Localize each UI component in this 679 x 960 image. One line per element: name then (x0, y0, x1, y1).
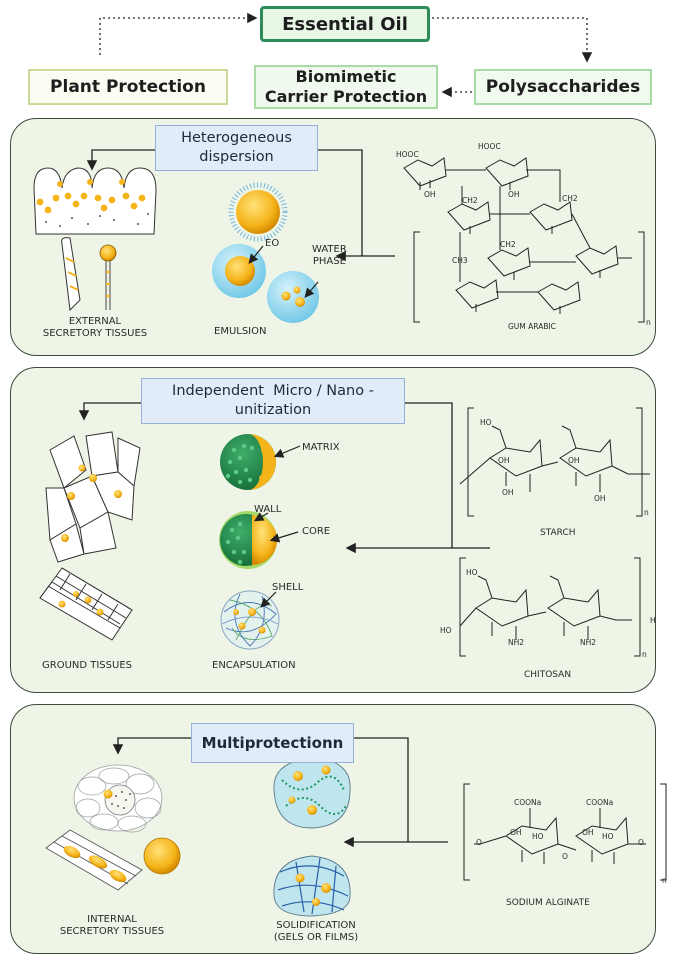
external-secretory-tissues-label: EXTERNAL SECRETORY TISSUES (40, 316, 150, 340)
gum-arabic-structure (403, 157, 645, 323)
alginate-chem-label-9: O (638, 838, 644, 847)
micro-nano-unitization-heading: Independent Micro / Nano - unitization (141, 378, 405, 424)
essential-oil-label: Essential Oil (282, 13, 408, 35)
starch-chem-label-n: n (644, 508, 649, 517)
starch-chem-label-1: HO (480, 418, 492, 427)
essential-oil-box: Essential Oil (260, 6, 430, 42)
water-label-line2: PHASE (312, 256, 346, 267)
external-label-line2: SECRETORY TISSUES (42, 328, 148, 339)
solid-label-line1: SOLIDIFICATION (276, 920, 356, 931)
water-label-line1: WATER (312, 244, 347, 255)
alginate-chem-label-4: HO (532, 832, 544, 841)
ground-tissue-illustration (39, 431, 141, 641)
heading3-text: Multiprotectionn (201, 733, 344, 752)
emulsion-illustration (212, 182, 319, 323)
gum-chem-label-6: CH2 (562, 194, 578, 203)
alginate-chem-label-7: O (476, 838, 482, 847)
polysaccharides-label: Polysaccharides (485, 77, 641, 97)
chitosan-chem-label-3: NH2 (508, 638, 525, 647)
starch-structure (459, 407, 650, 517)
internal-label-line2: SECRETORY TISSUES (59, 926, 165, 937)
solidification-label: SOLIDIFICATION (GELS OR FILMS) (266, 920, 366, 944)
chitosan-chem-label-1: HO (466, 568, 478, 577)
starch-chem-label-3: OH (568, 456, 580, 465)
gel-illustration (273, 757, 351, 917)
chitosan-chem-label-2: HO (440, 626, 452, 635)
alginate-chem-label-n: n (662, 876, 667, 885)
sodium-alginate-structure (463, 783, 667, 881)
external-label-line1: EXTERNAL (68, 316, 122, 327)
emulsion-label: EMULSION (214, 326, 267, 337)
gum-chem-label-2: HOOC (478, 142, 501, 151)
internal-secretory-illustration (45, 764, 181, 891)
wall-label: WALL (254, 504, 282, 515)
heading2-line2: unitization (234, 402, 312, 418)
alginate-chem-label-3: OH (510, 828, 522, 837)
gum-chem-label-7: CH2 (500, 240, 516, 249)
panel3-arrows (112, 737, 448, 848)
gum-chem-label-4: OH (508, 190, 520, 199)
heading1-line2: dispersion (199, 149, 274, 165)
alginate-chem-label-5: OH (582, 828, 594, 837)
core-label: CORE (302, 526, 331, 537)
heterogeneous-dispersion-panel (10, 118, 656, 356)
biomimetic-carrier-box: Biomimetic Carrier Protection (254, 65, 438, 109)
shell-sphere-illustration (220, 590, 280, 650)
alginate-chem-label-2: COONa (586, 798, 614, 807)
matrix-sphere-illustration (220, 434, 301, 490)
arrow-plant-to-oil (99, 12, 258, 55)
gum-chem-label-n: n (646, 318, 651, 327)
core-shell-sphere-illustration (219, 511, 299, 569)
shell-label: SHELL (272, 582, 304, 593)
alginate-chem-label-8: O (562, 852, 568, 861)
heading2-line1: Independent Micro / Nano - (172, 383, 374, 399)
internal-secretory-tissues-label: INTERNAL SECRETORY TISSUES (52, 914, 172, 938)
starch-chem-label-4: OH (502, 488, 514, 497)
top-flow-arrows (99, 12, 593, 98)
eo-label: EO (265, 238, 280, 249)
encapsulation-label: ENCAPSULATION (212, 660, 296, 671)
matrix-label: MATRIX (302, 442, 340, 453)
chitosan-chem-label-5: H (650, 616, 656, 625)
gum-chem-label-8: CH3 (452, 256, 468, 265)
starch-label: STARCH (540, 528, 576, 538)
internal-label-line1: INTERNAL (87, 914, 137, 925)
gum-arabic-label: GUM ARABIC (508, 322, 556, 331)
gum-chem-label-3: OH (424, 190, 436, 199)
sodium-alginate-label: SODIUM ALGINATE (506, 898, 590, 908)
chitosan-structure (459, 557, 641, 657)
solid-label-line2: (GELS OR FILMS) (273, 932, 359, 943)
alginate-chem-label-6: HO (602, 832, 614, 841)
gum-chem-label-5: CH2 (462, 196, 478, 205)
gum-chem-label-1: HOOC (396, 150, 419, 159)
arrow-oil-to-polysaccharides (432, 17, 593, 63)
heterogeneous-dispersion-heading: Heterogeneous dispersion (155, 125, 318, 171)
alginate-chem-label-1: COONa (514, 798, 542, 807)
water-phase-label: WATER PHASE (312, 244, 347, 268)
starch-chem-label-5: OH (594, 494, 606, 503)
panel1-arrows (86, 149, 395, 262)
plant-protection-box: Plant Protection (28, 69, 228, 105)
chitosan-chem-label-n: n (642, 650, 647, 659)
chitosan-label: CHITOSAN (524, 670, 572, 680)
ground-tissues-label: GROUND TISSUES (42, 660, 132, 671)
plant-protection-label: Plant Protection (50, 77, 206, 97)
biomimetic-label-line1: Biomimetic (295, 67, 397, 86)
biomimetic-label-line2: Carrier Protection (264, 87, 428, 106)
polysaccharides-box: Polysaccharides (474, 69, 652, 105)
multiprotection-heading: Multiprotectionn (191, 723, 354, 763)
heading1-line1: Heterogeneous (181, 130, 292, 146)
chitosan-chem-label-4: NH2 (580, 638, 597, 647)
starch-chem-label-2: OH (498, 456, 510, 465)
panel2-arrows (78, 402, 490, 554)
secretory-trichomes-illustration (33, 167, 157, 312)
